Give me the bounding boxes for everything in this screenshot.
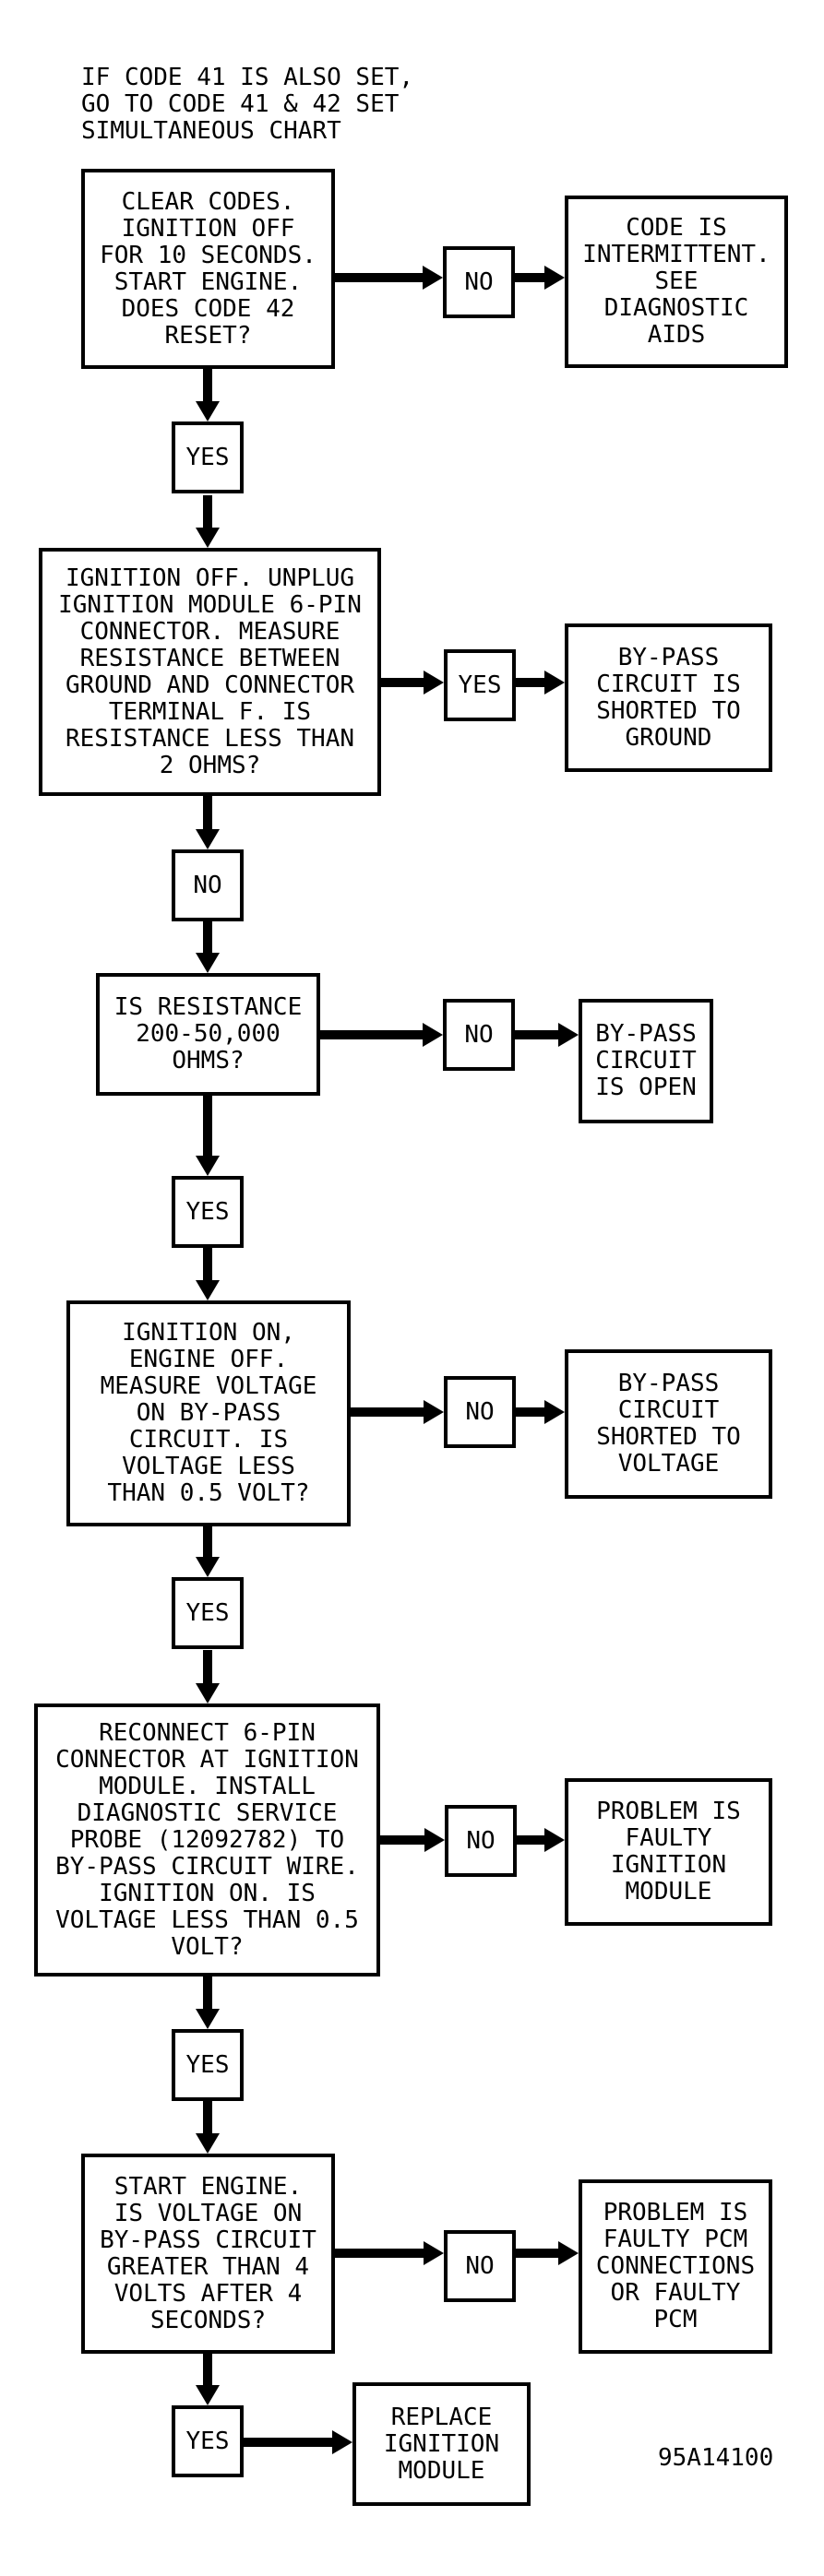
arrow-head-right-icon: [558, 1023, 579, 1047]
step4-box: IGNITION ON, ENGINE OFF. MEASURE VOLTAGE…: [66, 1300, 351, 1526]
arrow-head-down-icon: [196, 1557, 220, 1577]
arrow-yes3-to-step4: [203, 1248, 212, 1282]
arrow-head-down-icon: [196, 2385, 220, 2405]
arrow-head-down-icon: [196, 1280, 220, 1300]
yes-connector-6: YES: [172, 2405, 244, 2477]
arrow-step6-to-yes6: [203, 2354, 212, 2387]
arrow-step2-to-yes2: [381, 678, 424, 687]
arrow-no6-to-result6: [516, 2249, 558, 2258]
arrow-head-down-icon: [196, 1156, 220, 1176]
step2-box: IGNITION OFF. UNPLUG IGNITION MODULE 6-P…: [39, 548, 381, 796]
arrow-step5-to-yes5: [203, 1977, 212, 2011]
arrow-no2-to-step3: [203, 921, 212, 955]
no-connector-5: NO: [445, 1805, 517, 1877]
step6-box: START ENGINE. IS VOLTAGE ON BY-PASS CIRC…: [81, 2154, 335, 2354]
step3-box: IS RESISTANCE 200-50,000 OHMS?: [96, 973, 320, 1096]
result4-box: BY-PASS CIRCUIT SHORTED TO VOLTAGE: [565, 1349, 772, 1499]
yes-connector-3: YES: [172, 1176, 244, 1248]
arrow-head-right-icon: [544, 266, 565, 290]
arrow-yes6-to-replace: [244, 2438, 332, 2447]
arrow-head-right-icon: [558, 2241, 579, 2265]
arrow-no5-to-result5: [517, 1835, 544, 1845]
arrow-head-right-icon: [332, 2430, 352, 2454]
arrow-step3-to-yes3: [203, 1096, 212, 1157]
result1-box: CODE IS INTERMITTENT. SEE DIAGNOSTIC AID…: [565, 196, 788, 368]
arrow-step6-to-no6: [335, 2249, 424, 2258]
arrow-step4-to-yes4: [203, 1526, 212, 1559]
no-connector-6: NO: [444, 2230, 516, 2302]
arrow-head-right-icon: [424, 671, 444, 694]
result2-box: BY-PASS CIRCUIT IS SHORTED TO GROUND: [565, 623, 772, 772]
replace-ignition-module-box: REPLACE IGNITION MODULE: [352, 2382, 531, 2506]
no-connector-1: NO: [443, 246, 515, 318]
result5-box: PROBLEM IS FAULTY IGNITION MODULE: [565, 1778, 772, 1926]
no-connector-3: NO: [443, 999, 515, 1071]
arrow-head-right-icon: [424, 1828, 445, 1852]
arrow-no3-to-result3: [515, 1030, 558, 1039]
yes-connector-5: YES: [172, 2029, 244, 2101]
arrow-head-right-icon: [544, 671, 565, 694]
arrow-yes2-to-result2: [516, 678, 544, 687]
arrow-step1-to-no1: [335, 273, 423, 282]
arrow-head-down-icon: [196, 829, 220, 849]
arrow-yes1-to-step2: [203, 495, 212, 529]
arrow-no1-to-result1: [515, 273, 544, 282]
arrow-head-down-icon: [196, 953, 220, 973]
arrow-head-down-icon: [196, 1683, 220, 1703]
arrow-head-right-icon: [544, 1828, 565, 1852]
arrow-head-right-icon: [423, 1023, 443, 1047]
arrow-yes5-to-step6: [203, 2101, 212, 2135]
arrow-head-down-icon: [196, 2009, 220, 2029]
arrow-no4-to-result4: [516, 1407, 544, 1417]
arrow-step1-to-yes1: [203, 369, 212, 403]
arrow-head-right-icon: [424, 2241, 444, 2265]
yes-connector-2: YES: [444, 649, 516, 721]
arrow-step3-to-no3: [320, 1030, 423, 1039]
no-connector-2: NO: [172, 849, 244, 921]
arrow-head-down-icon: [196, 2133, 220, 2154]
arrow-step5-to-no5: [380, 1835, 424, 1845]
step5-box: RECONNECT 6-PIN CONNECTOR AT IGNITION MO…: [34, 1703, 380, 1977]
arrow-step4-to-no4: [351, 1407, 424, 1417]
yes-connector-1: YES: [172, 421, 244, 493]
result6-box: PROBLEM IS FAULTY PCM CONNECTIONS OR FAU…: [579, 2179, 772, 2354]
arrow-head-right-icon: [544, 1400, 565, 1424]
step1-box: CLEAR CODES. IGNITION OFF FOR 10 SECONDS…: [81, 169, 335, 369]
arrow-yes4-to-step5: [203, 1650, 212, 1685]
figure-number: 95A14100: [658, 2444, 774, 2472]
arrow-head-right-icon: [424, 1400, 444, 1424]
chart-note: IF CODE 41 IS ALSO SET, GO TO CODE 41 & …: [81, 64, 414, 145]
result3-box: BY-PASS CIRCUIT IS OPEN: [579, 999, 713, 1123]
arrow-head-down-icon: [196, 528, 220, 548]
arrow-step2-to-no2: [203, 796, 212, 831]
arrow-head-right-icon: [423, 266, 443, 290]
arrow-head-down-icon: [196, 401, 220, 421]
yes-connector-4: YES: [172, 1577, 244, 1649]
no-connector-4: NO: [444, 1376, 516, 1448]
